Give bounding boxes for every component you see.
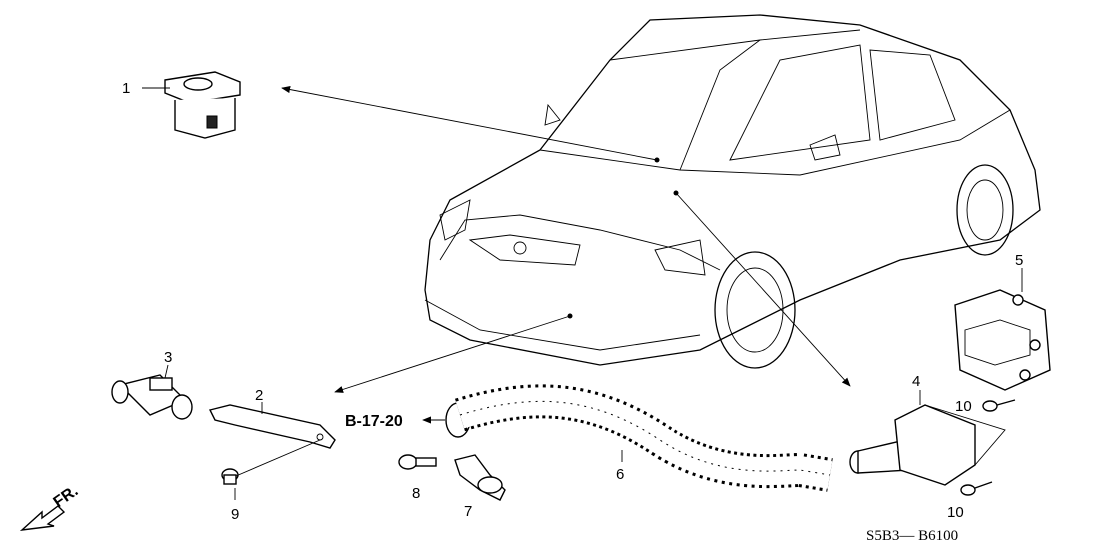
callout-3: 3: [164, 349, 172, 366]
part-2-bracket: [208, 402, 336, 449]
callout-7: 7: [464, 503, 472, 520]
part-3-sensor: [111, 364, 193, 420]
part-5-housing: [954, 268, 1051, 391]
callout-4: 4: [912, 373, 920, 390]
callout-5: 5: [1015, 252, 1023, 269]
part-10-screw-upper: [982, 399, 1016, 412]
callout-9: 9: [231, 506, 239, 523]
part-1-switch: [142, 71, 241, 139]
part-6-duct-hose: [445, 384, 833, 492]
car-illustration: [424, 14, 1041, 369]
front-indicator-label: FR.: [51, 483, 82, 512]
callout-1: 1: [122, 80, 130, 97]
diagram-code: S5B3— B6100: [866, 528, 958, 544]
callout-8: 8: [412, 485, 420, 502]
part-8-bolt: [398, 454, 437, 470]
callout-10-lower: 10: [947, 504, 964, 521]
leader-arrow-part2: [334, 315, 571, 393]
part-7-clamp: [454, 454, 506, 501]
leader-arrow-part1: [281, 85, 658, 161]
front-direction-arrow: FR.: [19, 483, 82, 531]
leader-arrow-part4: [675, 192, 851, 387]
callout-2: 2: [255, 387, 263, 404]
part-4-sensor-housing: [849, 390, 1006, 486]
part-10-screw-lower: [960, 481, 993, 496]
part-9-bolt: [221, 439, 321, 500]
reference-label: B-17-20: [345, 413, 403, 430]
callout-6: 6: [616, 466, 624, 483]
callout-10-upper: 10: [955, 398, 972, 415]
